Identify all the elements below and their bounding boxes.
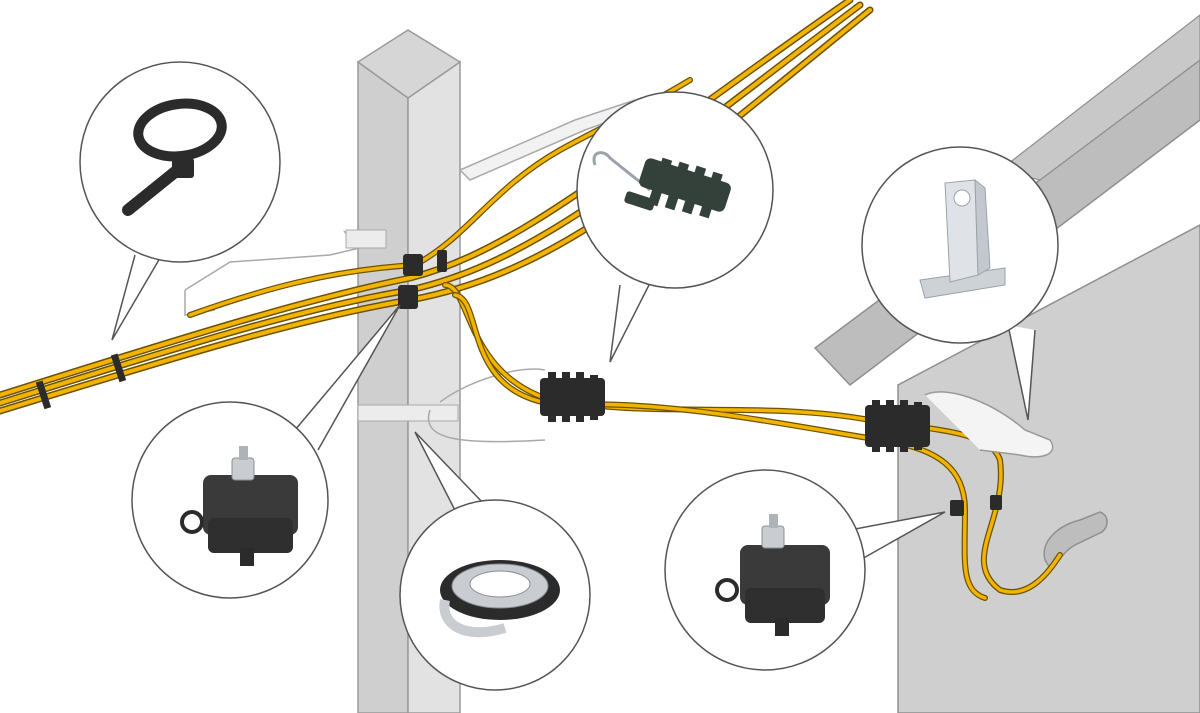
callout-anchor-clamp bbox=[576, 91, 774, 289]
wall-bracket-outline bbox=[924, 391, 1054, 458]
anchor-clamp-right bbox=[865, 400, 930, 452]
callout-wall-bracket bbox=[861, 146, 1059, 344]
anchor-clamp-left bbox=[540, 372, 605, 422]
piercing-connector-icon bbox=[715, 514, 830, 636]
wall-connectors bbox=[950, 495, 1002, 516]
callout-cable-tie bbox=[79, 61, 281, 263]
callout-pointers bbox=[111, 254, 1036, 561]
upper-band bbox=[345, 229, 387, 249]
cable-tie-icon bbox=[122, 98, 227, 216]
pole-top bbox=[356, 29, 462, 99]
wall-bracket-icon bbox=[919, 178, 1006, 299]
piercing-connector-icon bbox=[180, 446, 298, 566]
callout-piercing-connector-pole bbox=[131, 401, 329, 599]
mid-steel-band bbox=[357, 404, 459, 422]
steel-band-icon bbox=[439, 560, 560, 638]
pole-connectors bbox=[398, 250, 447, 309]
callout-steel-band bbox=[399, 499, 591, 691]
callout-piercing-connector-wall bbox=[664, 469, 866, 671]
anchor-clamp-icon bbox=[592, 151, 731, 219]
bundle-cable-ties bbox=[35, 353, 127, 410]
building bbox=[813, 14, 1200, 713]
pole-left-face bbox=[357, 60, 409, 713]
